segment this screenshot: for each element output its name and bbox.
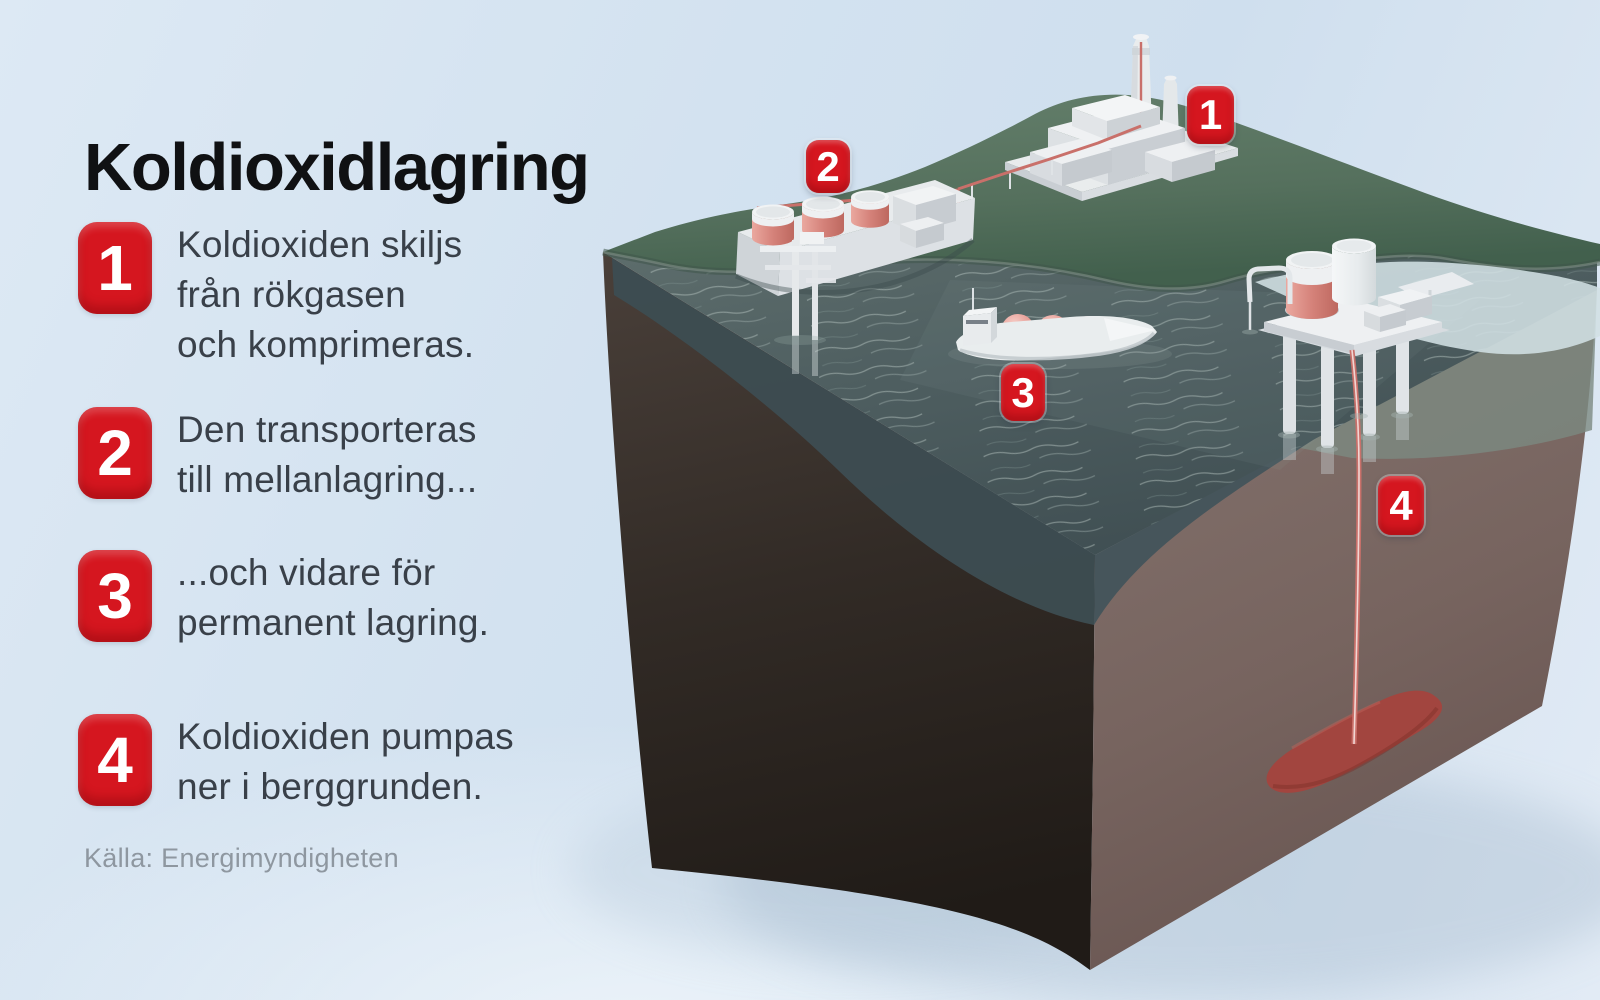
- step-item-3: 3 ...och vidare för permanent lagring.: [78, 548, 489, 648]
- step-4-line-1: Koldioxiden pumpas: [177, 716, 514, 757]
- step-1-line-2: från rökgasen: [177, 274, 406, 315]
- source-caption: Källa: Energimyndigheten: [84, 843, 399, 873]
- step-3-number-badge: 3: [78, 550, 152, 642]
- loading-jetty: [760, 232, 836, 376]
- step-1-number-badge: 1: [78, 222, 152, 314]
- step-2-text: Den transporteras till mellanlagring...: [177, 405, 477, 505]
- step-item-1: 1 Koldioxiden skiljs från rökgasen och k…: [78, 220, 474, 370]
- marker-4: 4: [1378, 476, 1424, 535]
- step-2-number-badge: 2: [78, 407, 152, 499]
- loading-arm: [1246, 265, 1293, 304]
- platform-legs: [1278, 322, 1413, 474]
- transport-ship: [948, 288, 1172, 369]
- step-item-4: 4 Koldioxiden pumpas ner i berggrunden.: [78, 712, 514, 812]
- marker-1-number: 1: [1198, 91, 1223, 138]
- page-title: Koldioxidlagring: [84, 129, 590, 205]
- offshore-platform: [1242, 238, 1474, 745]
- marker-4-number: 4: [1389, 481, 1413, 529]
- platform-tank-white: [1332, 246, 1376, 306]
- marker-2-number: 2: [816, 142, 840, 190]
- bridge-windows: [966, 320, 988, 324]
- storage-tank: [802, 196, 844, 238]
- step-item-2: 2 Den transporteras till mellanlagring..…: [78, 405, 477, 505]
- step-1-line-3: och komprimeras.: [177, 324, 475, 365]
- storage-tank: [752, 204, 794, 246]
- marker-3: 3: [1001, 364, 1045, 421]
- step-3-text: ...och vidare för permanent lagring.: [177, 548, 489, 648]
- marker-2: 2: [806, 140, 850, 193]
- step-4-number-badge: 4: [78, 714, 152, 806]
- bedrock-left-face: [603, 252, 1095, 970]
- step-2-line-2: till mellanlagring...: [177, 459, 478, 500]
- step-3-line-2: permanent lagring.: [177, 602, 490, 643]
- step-1-line-1: Koldioxiden skiljs: [177, 224, 463, 265]
- step-1-text: Koldioxiden skiljs från rökgasen och kom…: [177, 220, 474, 370]
- marker-3-number: 3: [1011, 368, 1035, 416]
- sea-depth-band-left: [612, 258, 1095, 625]
- storage-terminal: [735, 180, 975, 376]
- injection-pipe: [1349, 349, 1368, 745]
- marker-1: 1: [1187, 86, 1234, 144]
- step-4-line-2: ner i berggrunden.: [177, 766, 483, 807]
- step-3-line-1: ...och vidare för: [177, 552, 436, 593]
- step-2-line-1: Den transporteras: [177, 409, 477, 450]
- storage-tank: [851, 190, 889, 228]
- step-4-text: Koldioxiden pumpas ner i berggrunden.: [177, 712, 514, 812]
